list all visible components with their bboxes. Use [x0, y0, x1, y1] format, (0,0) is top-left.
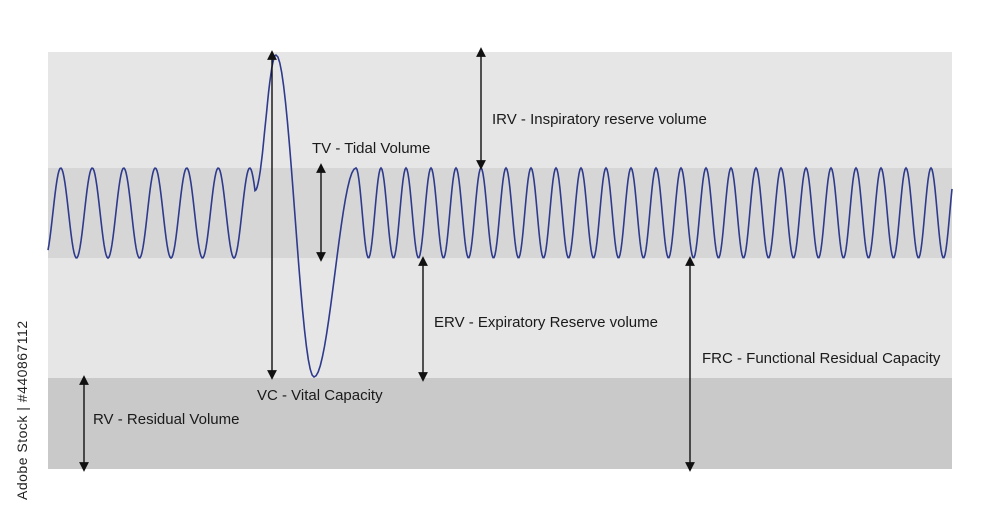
rv-band: [48, 378, 952, 469]
watermark-text: Adobe Stock | #440867112: [14, 320, 30, 500]
frc-label: FRC - Functional Residual Capacity: [702, 350, 941, 367]
erv-label: ERV - Expiratory Reserve volume: [434, 314, 658, 331]
irv-band: [48, 52, 952, 168]
breathing-waveform: [47, 53, 953, 379]
erv-band: [48, 258, 952, 378]
tv-label: TV - Tidal Volume: [312, 140, 430, 157]
vc-label: VC - Vital Capacity: [257, 387, 383, 404]
rv-label: RV - Residual Volume: [93, 411, 239, 428]
irv-label: IRV - Inspiratory reserve volume: [492, 111, 707, 128]
